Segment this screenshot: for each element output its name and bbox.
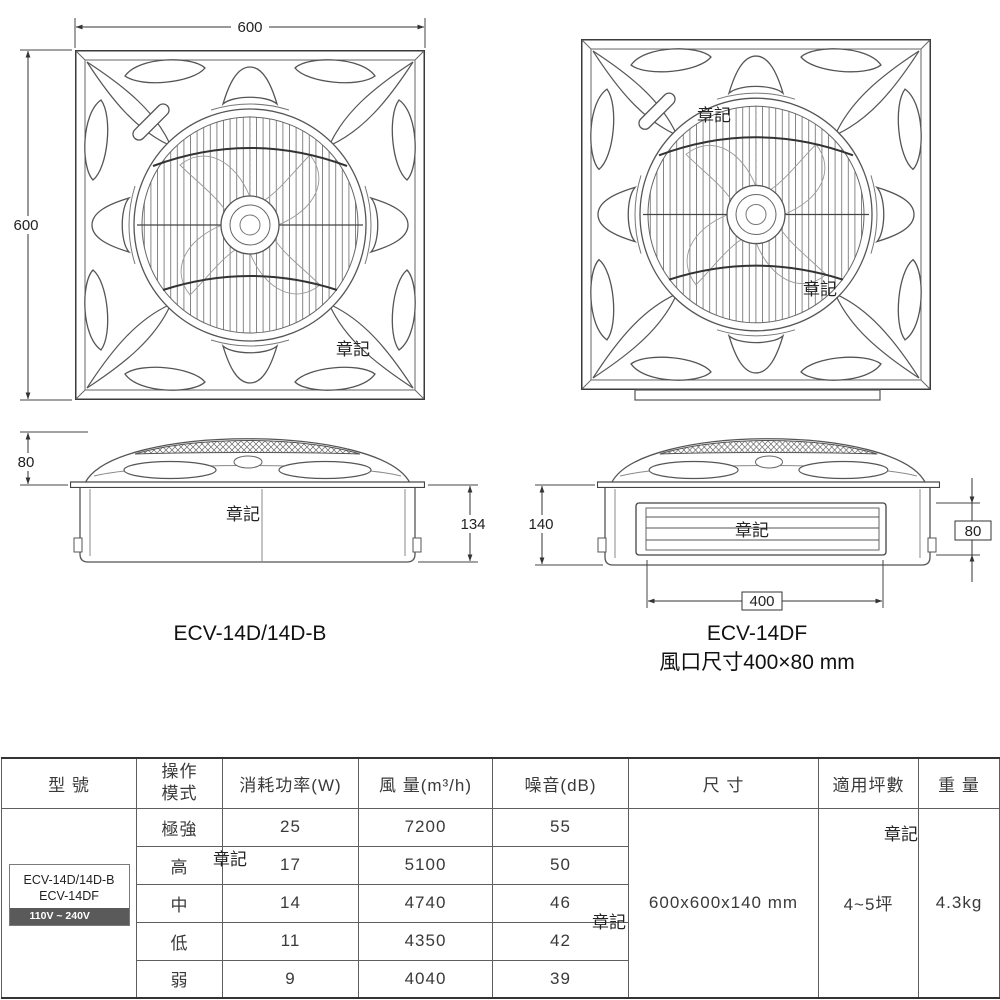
dim-label-left-body-height: 134 [460, 516, 485, 533]
cell-power: 17 [222, 845, 359, 885]
technical-drawings: 600 600 80 134 140 80 [7, 18, 992, 674]
cell-noise: 46 [492, 883, 629, 923]
cell-mode: 弱 [136, 959, 223, 999]
header-airflow: 風 量(m³/h) [358, 757, 493, 809]
side-view-right [597, 438, 940, 566]
cell-mode: 中 [136, 883, 223, 923]
model-cell: ECV-14D/14D-B ECV-14DF 110V ~ 240V [1, 807, 137, 999]
model-badge: ECV-14D/14D-B ECV-14DF 110V ~ 240V [8, 863, 130, 926]
dimension-left-body-height: 134 [418, 484, 491, 563]
header-mode: 操作 模式 [136, 757, 223, 809]
model-label-right: ECV-14DF [707, 622, 807, 645]
dimension-duct-height: 80 [936, 478, 992, 582]
header-mode-line2: 模式 [161, 784, 198, 804]
cell-power: 11 [222, 921, 359, 961]
fan-top-view-left [76, 51, 425, 400]
cell-airflow: 4740 [358, 883, 493, 923]
cell-mode: 高 [136, 845, 223, 885]
cell-size: 600x600x140 mm [628, 807, 819, 999]
cell-power: 25 [222, 807, 359, 847]
model-badge-line2: ECV-14DF [39, 888, 99, 903]
model-badge-line1: ECV-14D/14D-B [23, 872, 115, 887]
dimension-left-height: 600 [7, 49, 72, 401]
dim-label-duct-height: 80 [965, 523, 982, 540]
dim-label-left-height: 600 [13, 217, 38, 234]
dimension-top-width: 600 [74, 18, 426, 48]
cell-power: 9 [222, 959, 359, 999]
header-mode-line1: 操作 [161, 762, 198, 782]
cell-area: 4~5坪 [818, 807, 919, 999]
spec-table: 型 號 操作 模式 消耗功率(W) 風 量(m³/h) 噪音(dB) 尺 寸 適… [1, 757, 1000, 999]
cell-airflow: 4040 [358, 959, 493, 999]
header-noise: 噪音(dB) [492, 757, 629, 809]
cell-airflow: 5100 [358, 845, 493, 885]
dimension-right-body-height: 140 [523, 484, 603, 566]
cell-noise: 50 [492, 845, 629, 885]
cell-noise: 55 [492, 807, 629, 847]
dimension-duct-width: 400 [646, 560, 884, 611]
cell-weight: 4.3kg [918, 807, 1000, 999]
cell-noise: 42 [492, 921, 629, 961]
model-label-left: ECV-14D/14D-B [174, 622, 327, 645]
cell-noise: 39 [492, 959, 629, 999]
duct-base-strip [634, 389, 881, 401]
duct-size-label: 風口尺寸400×80 mm [659, 651, 854, 674]
cell-airflow: 7200 [358, 807, 493, 847]
cell-mode: 極強 [136, 807, 223, 847]
side-view-left [70, 438, 425, 563]
cell-mode: 低 [136, 921, 223, 961]
dimension-left-depth: 80 [12, 431, 88, 486]
header-row: 型 號 操作 模式 消耗功率(W) 風 量(m³/h) 噪音(dB) 尺 寸 適… [1, 757, 1000, 809]
voltage-band: 110V ~ 240V [9, 907, 129, 925]
table-row: ECV-14D/14D-B ECV-14DF 110V ~ 240V 極強 25… [1, 807, 1000, 999]
table-row: 高 17 5100 50 [2, 845, 1000, 885]
dim-label-top-width: 600 [237, 19, 262, 36]
dim-label-left-depth: 80 [18, 454, 35, 471]
header-size: 尺 寸 [628, 757, 819, 809]
cell-airflow: 4350 [358, 921, 493, 961]
header-weight: 重 量 [918, 757, 1000, 809]
cell-power: 14 [222, 883, 359, 923]
header-power: 消耗功率(W) [222, 757, 359, 809]
header-model: 型 號 [1, 757, 137, 809]
dim-label-duct-width: 400 [749, 593, 774, 610]
header-area: 適用坪數 [818, 757, 919, 809]
duct-outlet [635, 502, 887, 556]
table-row: 弱 9 4040 39 [2, 959, 1000, 999]
dim-label-right-body-height: 140 [528, 516, 553, 533]
table-row: 低 11 4350 42 [2, 921, 1000, 961]
fan-top-view-right [582, 40, 931, 389]
